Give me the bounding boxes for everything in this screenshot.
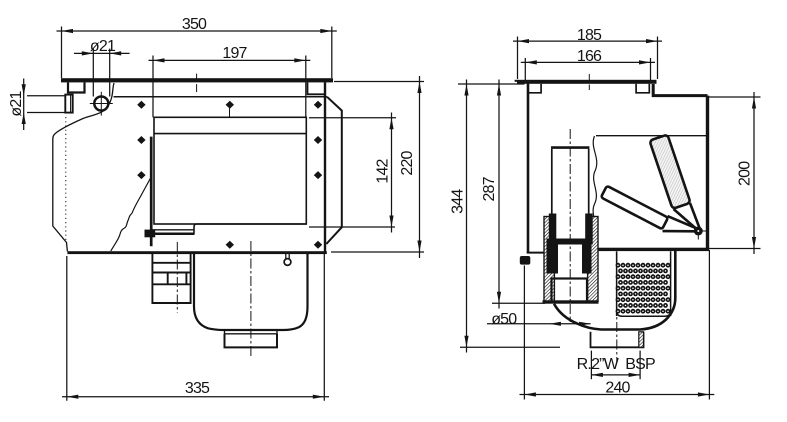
svg-text:220: 220 — [399, 150, 416, 175]
svg-text:344: 344 — [450, 189, 467, 214]
svg-text:200: 200 — [737, 161, 754, 186]
svg-text:287: 287 — [481, 176, 498, 201]
svg-text:ø50: ø50 — [491, 311, 517, 328]
svg-text:166: 166 — [577, 48, 602, 65]
svg-text:ø21: ø21 — [90, 38, 116, 55]
svg-text:185: 185 — [577, 27, 602, 44]
svg-text:335: 335 — [185, 380, 210, 397]
svg-text:240: 240 — [605, 380, 630, 397]
svg-text:197: 197 — [222, 45, 247, 62]
svg-text:350: 350 — [182, 16, 207, 33]
svg-text:R.2”W BSP: R.2”W BSP — [577, 356, 655, 373]
svg-text:ø21: ø21 — [8, 91, 25, 117]
svg-text:142: 142 — [375, 158, 392, 183]
